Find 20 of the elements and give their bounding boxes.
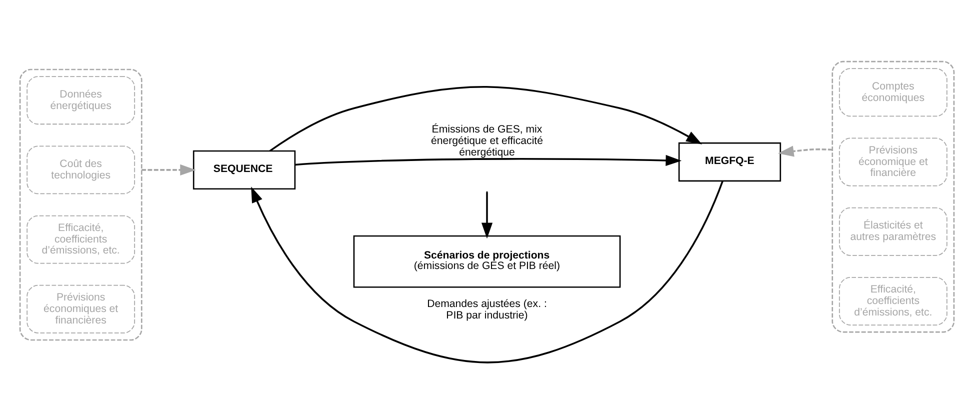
node-box: Efficacité, coefficients d’émissions, etc. (838, 277, 948, 326)
cluster (19, 68, 142, 341)
node-box: Élasticités et autres paramètres (838, 207, 948, 256)
arrow (269, 86, 702, 152)
edge-label: Demandes ajustées (ex. : PIB par industrie) (427, 298, 547, 322)
node-box: Efficacité, coefficients d’émissions, etc. (26, 215, 136, 264)
node-box: Scénarios de projections (émissions de GES et PIB réel) (353, 235, 621, 288)
node-box: Comptes économiques (838, 68, 948, 117)
edge-label: Émissions de GES, mix énergétique et efficacité énergétique (431, 124, 543, 158)
arrow (251, 180, 724, 364)
node-box: Prévisions économique et financière (838, 138, 948, 186)
arrow (295, 154, 682, 166)
node-box: Prévisions économiques et financières (26, 284, 136, 334)
node-box: Données énergétiques (26, 76, 136, 125)
cluster (832, 60, 955, 333)
node-box: Coût des technologies (26, 146, 136, 194)
node-box: SEQUENCE (192, 150, 296, 190)
arrow (142, 164, 196, 176)
node-box: MEGFQ-E (678, 142, 782, 182)
arrow (778, 146, 832, 157)
